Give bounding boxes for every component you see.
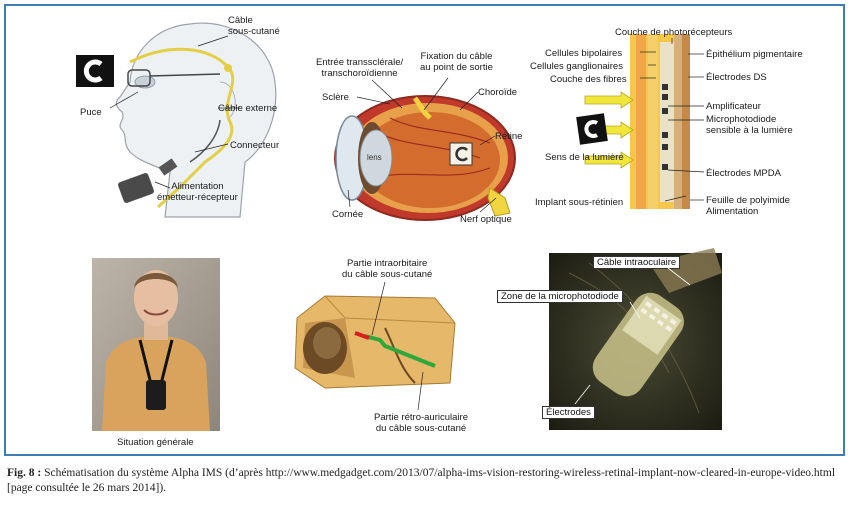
implant-leader-lines [0, 0, 853, 460]
label-cornee: Cornée [332, 209, 364, 220]
label-cable-subcutane: Câble sous-cutané [228, 15, 280, 37]
label-electrodes-ds: Électrodes DS [706, 72, 767, 83]
caption-text: Schématisation du système Alpha IMS (d’a… [7, 467, 836, 494]
label-situation: Situation générale [117, 437, 194, 448]
label-microphotodiode: Microphotodiode sensible à la lumière [706, 114, 793, 136]
head-illustration [109, 22, 277, 218]
label-retine: Rétine [495, 131, 523, 142]
label-fibres: Couche des fibres [550, 74, 627, 85]
retina-leader-lines [640, 38, 705, 202]
skull-leader-lines [371, 281, 424, 411]
label-nerf: Nerf optique [460, 214, 512, 225]
label-epithelium: Épithélium pigmentaire [706, 49, 803, 60]
eye-cross-section: lens [334, 95, 516, 221]
label-bipolaires: Cellules bipolaires [545, 48, 623, 59]
caption-fig-label: Fig. 8 : [7, 467, 42, 479]
label-cable-externe: Câble externe [218, 103, 278, 114]
label-sens-lumiere: Sens de la lumière [545, 152, 624, 163]
label-choroide: Choroïde [478, 87, 518, 98]
label-connecteur: Connecteur [230, 140, 280, 151]
figure-caption: Fig. 8 : Schématisation du système Alpha… [7, 466, 849, 496]
landolt-c-card-icon [76, 55, 114, 87]
label-couche-photo: Couche de photorécepteurs [615, 27, 733, 38]
label-electrodes-mpda: Électrodes MPDA [706, 168, 781, 179]
label-puce: Puce [80, 107, 102, 118]
label-electrodes: Électrodes [542, 406, 595, 419]
label-partie-retro: Partie rétro-auriculaire du câble sous-c… [374, 412, 468, 434]
label-zone-microphotodiode: Zone de la microphotodiode [497, 290, 623, 303]
landolt-c-light-icon [576, 113, 608, 145]
eye-leader-lines [347, 77, 497, 213]
label-fixation: Fixation du câble au point de sortie [420, 51, 493, 73]
retina-implant-diagram [630, 34, 690, 209]
label-feuille: Feuille de polyimide Alimentation [706, 195, 790, 217]
skull-model [294, 295, 456, 389]
label-implant: Implant sous-rétinien [535, 197, 624, 208]
label-partie-intraorbitaire: Partie intraorbitaire du câble sous-cuta… [342, 258, 433, 280]
label-cable-intraoculaire: Câble intraoculaire [593, 256, 681, 269]
light-direction-arrows [584, 91, 634, 169]
label-sclere: Sclère [322, 92, 349, 103]
label-amplificateur: Amplificateur [706, 101, 761, 112]
label-ganglionaires: Cellules ganglionaires [530, 61, 623, 72]
person-photo [92, 258, 220, 431]
lens-text: lens [367, 153, 382, 162]
label-entree: Entrée transsclérale/ transchoroïdienne [316, 57, 404, 79]
label-alimentation: Alimentation émetteur-récepteur [157, 181, 238, 203]
